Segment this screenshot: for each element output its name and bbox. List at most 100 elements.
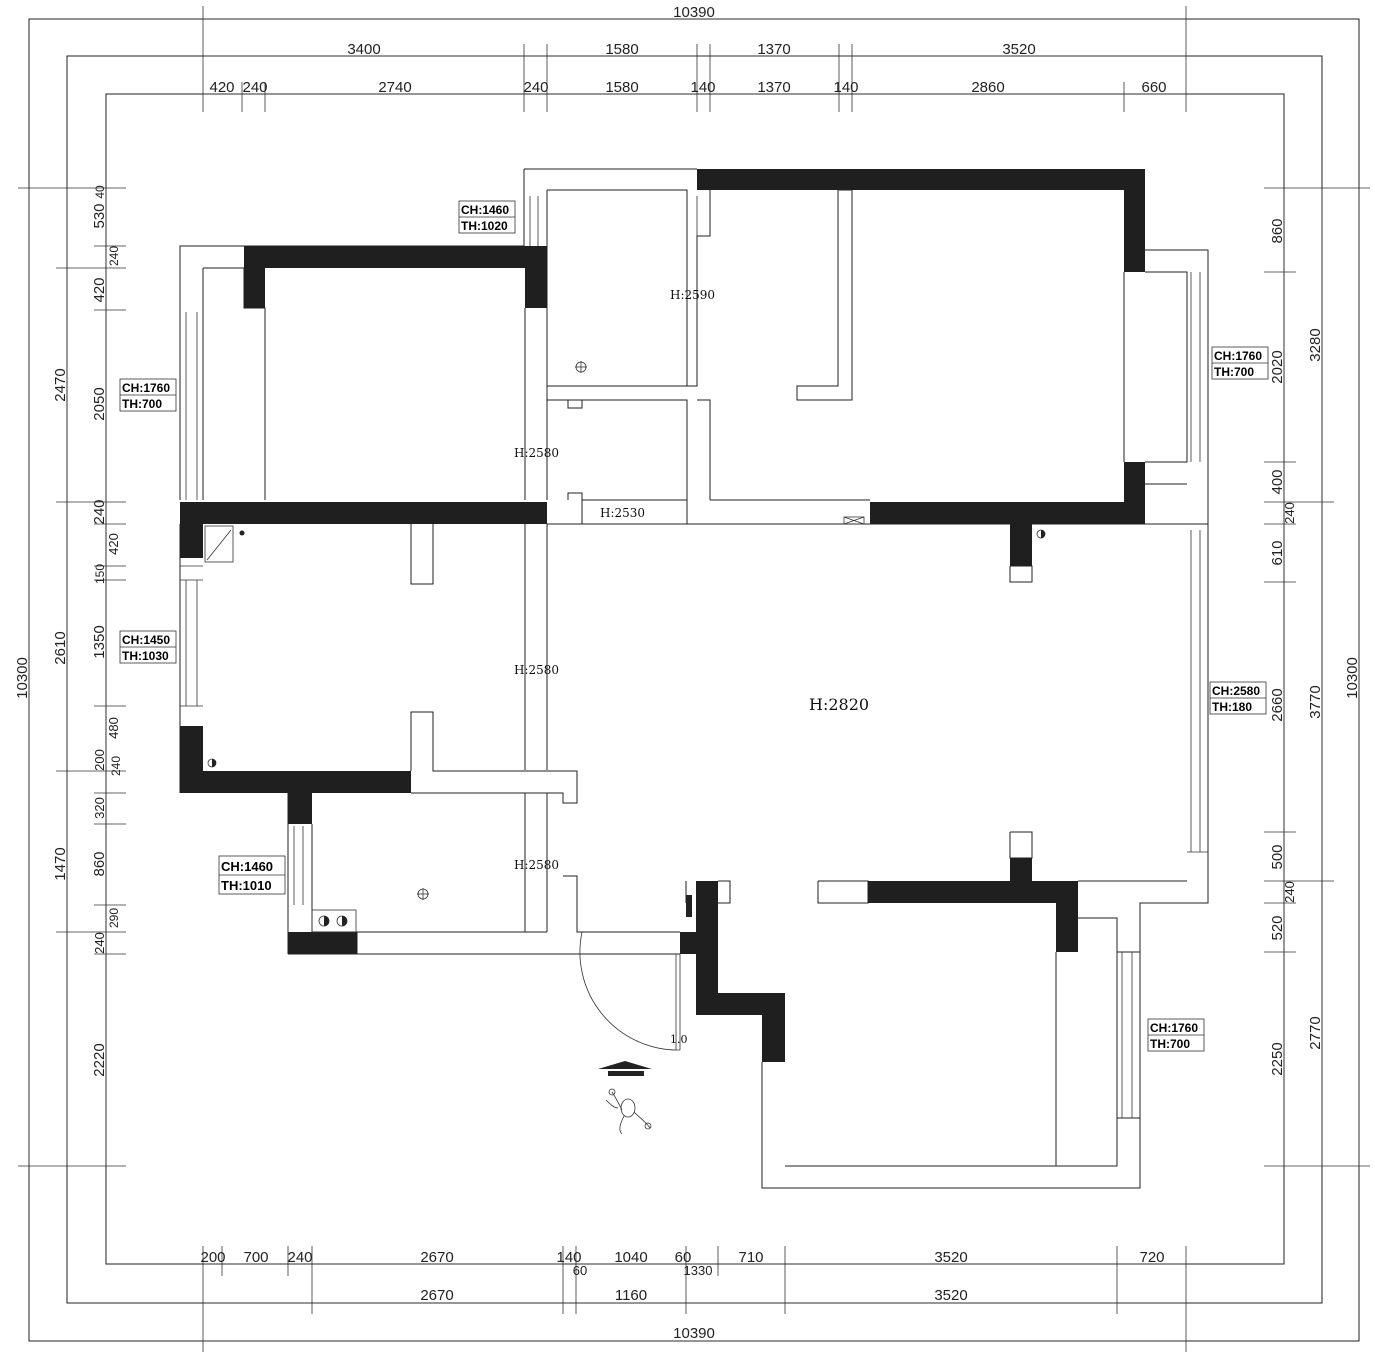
dim-top-2: 1580 <box>605 41 638 58</box>
dim-right-total: 10300 <box>1344 657 1361 699</box>
dim-top-3: 1370 <box>757 41 790 58</box>
door-swing-icon <box>579 895 692 1051</box>
dim-right-in-1: 860 <box>1269 218 1286 243</box>
svg-text:CH:1460: CH:1460 <box>461 203 509 217</box>
dim-right-in-6: 2660 <box>1269 688 1286 721</box>
dim-left-in-9: 1350 <box>91 625 108 658</box>
dim-right-in-3: 400 <box>1269 469 1286 494</box>
dim-top-1: 3400 <box>347 41 380 58</box>
dim-bottom-small-1: 60 <box>573 1263 587 1278</box>
bottom-dimension-text: 200 700 240 2670 140 1040 60 710 3520 72… <box>200 1249 1164 1342</box>
dim-top-r2-9: 2860 <box>971 79 1004 96</box>
fixtures: 1.0 <box>204 361 1046 1046</box>
height-labels: H:2590 H:2580 H:2530 H:2580 H:2820 H:258… <box>514 288 869 872</box>
dim-left-in-3: 240 <box>107 246 121 266</box>
window-tag-4: CH:1450 TH:1030 <box>119 630 177 664</box>
svg-text:TH:700: TH:700 <box>1150 1037 1190 1051</box>
height-bath: H:2590 <box>670 288 715 302</box>
dim-bottom-r1-5: 140 <box>556 1249 581 1266</box>
dim-right-outer-1: 3280 <box>1307 328 1324 361</box>
svg-text:CH:1760: CH:1760 <box>1214 349 1262 363</box>
dim-left-in-7: 420 <box>106 533 121 555</box>
dim-left-in-8: 150 <box>93 564 107 584</box>
wall-left-lower <box>180 726 411 824</box>
dim-top-r2-1: 420 <box>209 79 234 96</box>
wall-mid-horizontal <box>180 502 547 558</box>
dim-top-r2-4: 240 <box>523 79 548 96</box>
svg-text:CH:2580: CH:2580 <box>1212 684 1260 698</box>
dim-top-r2-6: 140 <box>690 79 715 96</box>
svg-text:CH:1450: CH:1450 <box>122 633 170 647</box>
window-tag-6: CH:1460 TH:1010 <box>218 855 286 895</box>
dim-bottom-r1-4: 2670 <box>420 1249 453 1266</box>
dim-top-r2-8: 140 <box>833 79 858 96</box>
window-tags: CH:1460 TH:1020 CH:1760 TH:700 CH:1760 T… <box>119 200 1269 1052</box>
dim-right-in-2: 2020 <box>1269 350 1286 383</box>
svg-text:TH:1010: TH:1010 <box>221 878 272 893</box>
svg-text:CH:1460: CH:1460 <box>221 859 273 874</box>
dim-bottom-r1-2: 700 <box>243 1249 268 1266</box>
dim-right-outer-3: 2770 <box>1307 1016 1324 1049</box>
window-tag-7: CH:1760 TH:700 <box>1147 1018 1205 1052</box>
top-dimension-text: 10390 3400 1580 1370 3520 420 240 2740 2… <box>209 4 1166 96</box>
svg-text:TH:700: TH:700 <box>122 397 162 411</box>
windows-glazing <box>180 196 1208 1118</box>
left-dimension-lines <box>18 187 126 1167</box>
dim-top-r2-7: 1370 <box>757 79 790 96</box>
dim-right-outer-2: 3770 <box>1307 685 1324 718</box>
height-kitchen-area: H:2580 <box>514 663 559 677</box>
dim-left-outer-4: 2220 <box>91 1043 108 1076</box>
dim-bottom-r1-6: 1040 <box>614 1249 647 1266</box>
dim-right-in-10: 2250 <box>1269 1042 1286 1075</box>
wall-entry <box>680 881 785 1062</box>
dim-left-in-13: 320 <box>92 797 107 819</box>
dim-bottom-small-2: 1330 <box>684 1263 713 1278</box>
dim-bottom-total: 10390 <box>673 1325 715 1342</box>
dim-bottom-r2-3: 3520 <box>934 1287 967 1304</box>
svg-text:TH:1030: TH:1030 <box>122 649 169 663</box>
wall-lower-right <box>868 858 1078 952</box>
window-tag-2: CH:1760 TH:700 <box>119 378 177 412</box>
dim-top-r2-5: 1580 <box>605 79 638 96</box>
left-dimension-text: 10300 2470 2610 1470 2220 530 40 240 420… <box>14 185 123 1077</box>
dim-bottom-r1-9: 3520 <box>934 1249 967 1266</box>
dim-right-in-8: 240 <box>1282 881 1297 903</box>
dim-bottom-r1-10: 720 <box>1139 1249 1164 1266</box>
height-passage: H:2530 <box>600 506 645 520</box>
dim-bottom-r1-3: 240 <box>287 1249 312 1266</box>
dim-left-in-5: 2050 <box>91 387 108 420</box>
stove-icon <box>311 909 357 933</box>
dim-left-in-11: 200 <box>92 749 107 771</box>
right-dimension-text: 10300 3280 3770 2770 860 2020 400 240 61… <box>1269 218 1361 1075</box>
svg-text:CH:1760: CH:1760 <box>1150 1021 1198 1035</box>
dim-top-total: 10390 <box>673 4 715 21</box>
dim-left-in-15: 290 <box>107 908 121 928</box>
dim-bottom-r2-1: 2670 <box>420 1287 453 1304</box>
dim-left-in-12: 240 <box>109 756 123 776</box>
svg-text:1.0: 1.0 <box>670 1033 688 1046</box>
building-outline <box>179 168 1209 1189</box>
dim-bottom-r1-7: 60 <box>675 1249 692 1266</box>
dim-top-r2-3: 2740 <box>378 79 411 96</box>
height-corridor: H:2580 <box>514 446 559 460</box>
dim-right-in-9: 520 <box>1269 915 1286 940</box>
dim-left-outer-2: 2610 <box>52 631 69 664</box>
svg-text:TH:1020: TH:1020 <box>461 219 508 233</box>
window-tag-3: CH:1760 TH:700 <box>1211 346 1269 380</box>
dim-right-in-4: 240 <box>1282 502 1297 524</box>
top-dimension-lines <box>202 6 1187 112</box>
dim-left-in-4: 420 <box>91 277 108 302</box>
height-balcony: H:2580 <box>514 858 559 872</box>
dim-left-in-6: 240 <box>91 499 108 524</box>
dim-right-in-5: 610 <box>1269 540 1286 565</box>
dimension-frames <box>28 18 1360 1342</box>
bottom-dimension-lines <box>202 1246 1187 1352</box>
svg-text:CH:1760: CH:1760 <box>122 381 170 395</box>
wall-mid-right <box>870 502 1145 566</box>
water-heater-icon <box>204 525 234 563</box>
svg-text:TH:180: TH:180 <box>1212 700 1252 714</box>
dim-top-4: 3520 <box>1002 41 1035 58</box>
dim-left-in-1: 530 <box>91 203 108 228</box>
dim-left-total: 10300 <box>14 657 31 699</box>
